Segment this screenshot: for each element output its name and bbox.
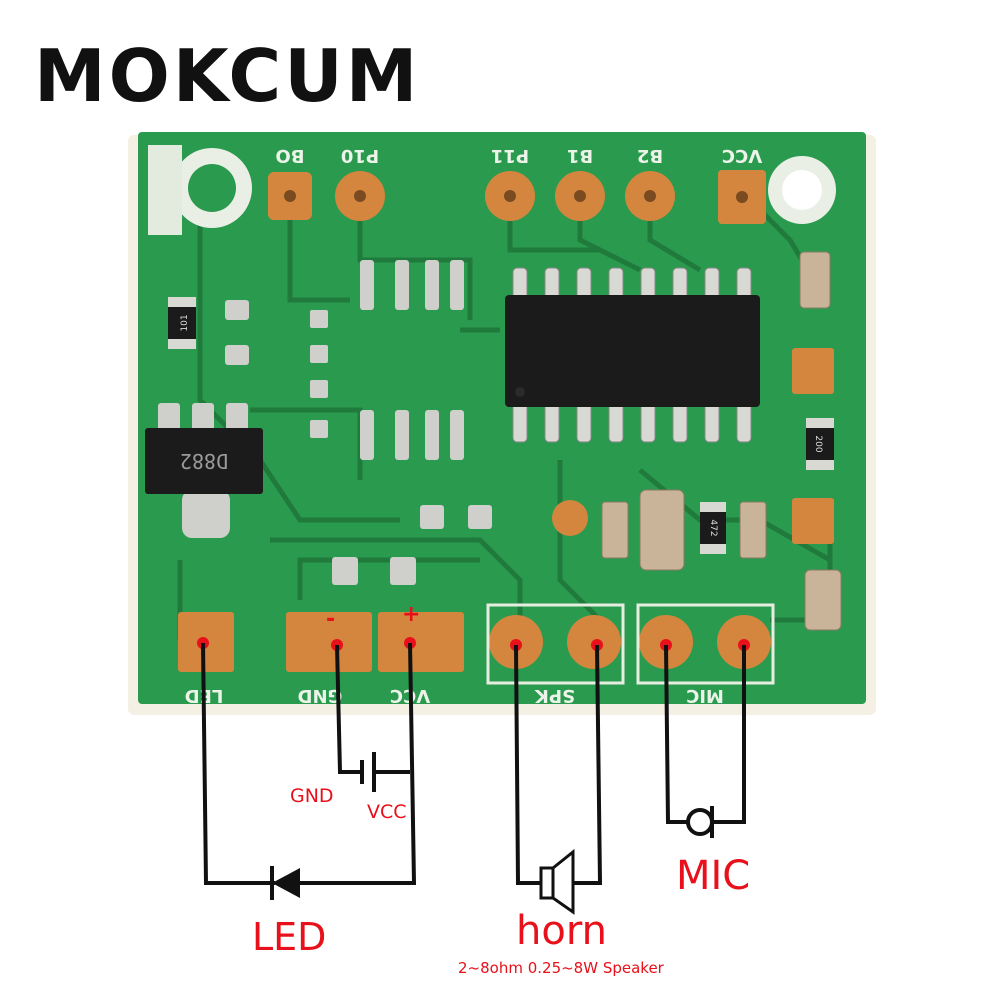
svg-text:B2: B2 [637,145,663,166]
svg-text:472: 472 [708,519,718,536]
horn-label: horn [516,908,607,954]
battery-icon [360,752,376,792]
transistor-d882: D882 [145,403,263,538]
bottom-pads [178,603,775,685]
top-pads [268,170,766,224]
svg-text:BO: BO [275,145,304,166]
plus-sign-label: + [402,602,421,627]
microphone-icon [686,806,714,838]
mic-label: MIC [676,853,751,899]
svg-text:MIC: MIC [686,685,724,706]
top-pad-labels: BO P10 P11 B1 B2 VCC [275,145,762,166]
smd-pads [225,260,492,585]
minus-sign-label: - [326,607,336,632]
svg-text:P10: P10 [341,145,379,166]
svg-text:B1: B1 [567,145,593,166]
vcc-label: VCC [367,801,407,823]
led-label: LED [252,915,327,959]
ic-chip [505,267,760,443]
svg-text:GND: GND [298,685,343,706]
svg-text:SPK: SPK [534,685,575,706]
svg-text:P11: P11 [491,145,529,166]
orange-side-pads [552,348,834,544]
wiring [201,642,746,885]
svg-text:101: 101 [180,314,190,331]
svg-text:VCC: VCC [722,145,762,166]
brand-logo: MOKCUM [34,34,421,118]
gnd-label: GND [290,785,334,807]
diode-icon [270,866,300,900]
speaker-spec-label: 2~8ohm 0.25~8W Speaker [458,959,664,977]
svg-text:D882: D882 [180,449,228,473]
svg-text:200: 200 [813,435,823,452]
smd-resistors: 101 200 472 [168,297,834,554]
smd-capacitors [601,251,842,631]
speaker-icon [539,848,575,915]
